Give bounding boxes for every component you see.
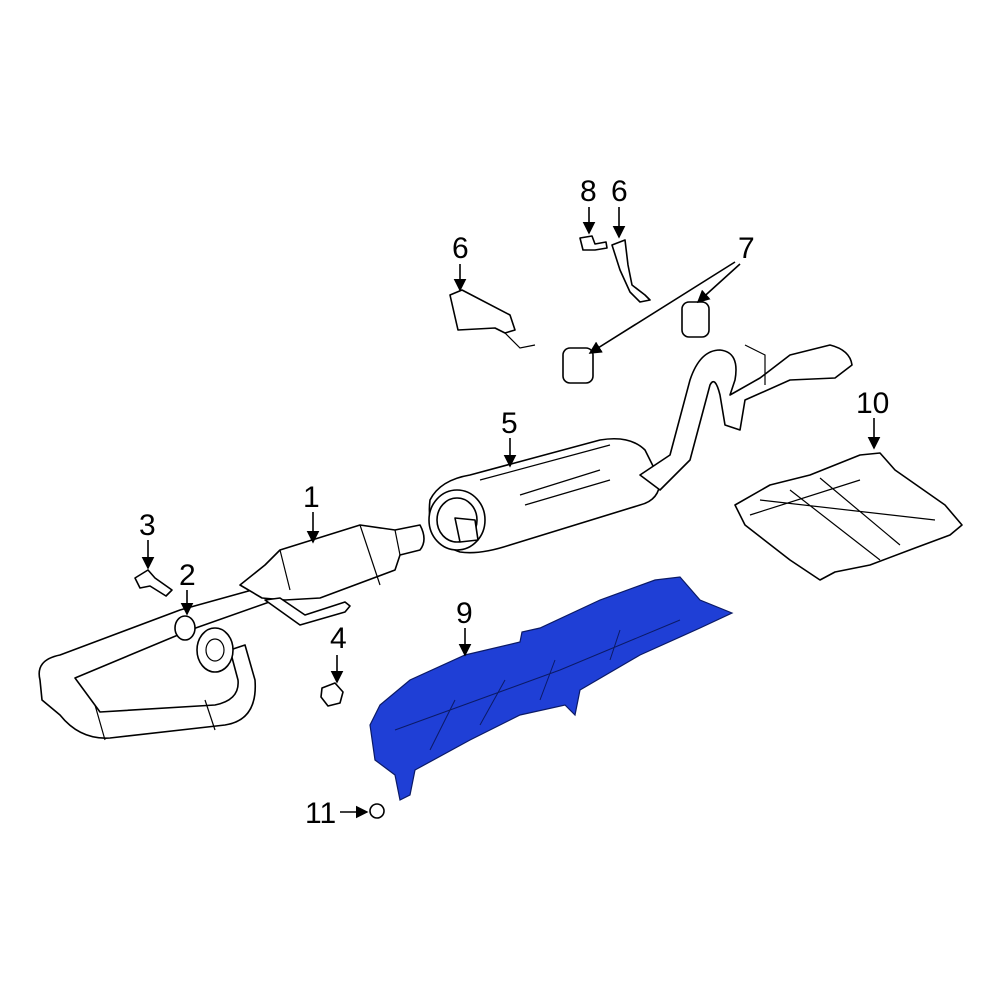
nut[interactable]	[369, 803, 385, 819]
svg-text:3: 3	[139, 509, 156, 542]
front-pipe[interactable]	[38, 584, 276, 741]
hanger-bracket-left[interactable]	[449, 289, 536, 349]
callout-5: 5	[501, 407, 518, 468]
callout-3: 3	[139, 509, 156, 570]
callout-9: 9	[456, 597, 473, 657]
callout-7: 7	[588, 232, 755, 354]
svg-text:10: 10	[856, 387, 889, 420]
callout-4: 4	[330, 622, 347, 684]
tailpipe[interactable]	[639, 344, 853, 491]
svg-text:2: 2	[179, 559, 196, 592]
svg-text:11: 11	[305, 797, 336, 830]
callout-6-left: 6	[452, 232, 469, 292]
insulator[interactable]	[562, 347, 594, 384]
flange	[196, 627, 234, 673]
hanger-bracket-right[interactable]	[611, 239, 651, 303]
heat-shield-highlighted[interactable]	[369, 576, 734, 801]
svg-text:8: 8	[580, 175, 597, 208]
heat-shield-rear[interactable]	[734, 452, 963, 581]
callout-8: 8	[580, 175, 597, 235]
insulator[interactable]	[681, 301, 710, 338]
svg-text:4: 4	[330, 622, 347, 655]
svg-text:6: 6	[452, 232, 469, 265]
callout-11: 11	[305, 797, 369, 830]
svg-text:9: 9	[456, 597, 473, 630]
callout-2: 2	[179, 559, 196, 616]
svg-text:6: 6	[611, 175, 628, 208]
bolt[interactable]	[579, 235, 608, 251]
callout-6-right: 6	[611, 175, 628, 239]
muffler[interactable]	[428, 437, 661, 554]
gasket[interactable]	[174, 615, 196, 641]
svg-text:1: 1	[303, 481, 320, 514]
catalytic-converter[interactable]	[239, 524, 425, 626]
svg-text:7: 7	[738, 232, 755, 265]
callout-1: 1	[303, 481, 320, 544]
bolt[interactable]	[134, 569, 173, 597]
callout-10: 10	[856, 387, 889, 450]
nut[interactable]	[320, 682, 344, 707]
svg-text:5: 5	[501, 407, 518, 440]
